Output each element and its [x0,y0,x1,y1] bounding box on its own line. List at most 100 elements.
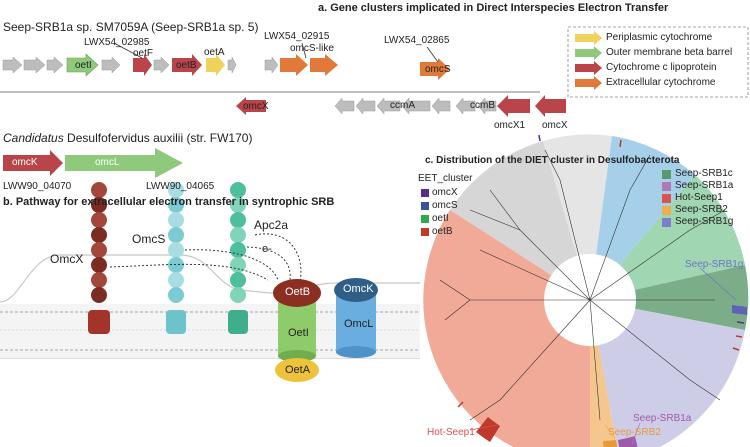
label-omcl: OmcL [344,318,374,330]
clade-swatch-srb1g [662,218,671,227]
eet-legend-title: EET_cluster [418,173,473,184]
gene-arrow [477,97,497,115]
panel-b-title: b. Pathway for extracellular electron tr… [3,196,335,208]
label-electron: e- [262,243,272,255]
label-omcx: OmcX [50,252,84,266]
label-omck: OmcK [343,283,374,295]
locus-tag-3: LWX54_02865 [384,35,450,46]
label-oetb: OetB [285,286,311,298]
callout-line [426,46,439,63]
legend-label-periplasmic: Periplasmic cytochrome [606,32,713,43]
gene-label-omcS-like: omcS-like [290,43,334,54]
omcs-filament [166,182,186,334]
callout-line [631,422,641,445]
apc2a-filament [228,182,248,334]
gene-arrow [431,97,451,115]
gene-label-ccmB: ccmB [470,100,495,111]
legend-swatch-extracellular [575,76,602,90]
clade-wedge-lavender [590,300,745,447]
srb1a-band [618,436,638,447]
tree-label-srb2: Seep-SRB2 [608,427,661,438]
gene-arrow [153,56,170,74]
gene-label-omcX: omcX [243,101,269,112]
organism-1-name: Seep-SRB1a sp. SM7059A (Seep-SRB1a sp. 5… [3,20,259,34]
gene-omcX-row2 [236,97,266,115]
eet-swatch-omcx [421,189,429,197]
eet-legend-oetb: oetB [432,226,453,237]
gene-label-oetB: oetB [176,60,197,71]
label-omcs: OmcS [132,232,166,246]
clade-swatch-srb2 [662,206,671,215]
tree-label-srb1a: Seep-SRB1a [633,413,692,424]
omck-protein [334,278,378,302]
eet-swatch-oeti [421,215,429,223]
gene-oetF [133,54,152,76]
locus-tag-2: LWX54_02915 [264,31,330,42]
gene-omcX2 [535,95,566,117]
locus-tag-5: LWW90_04065 [146,181,215,192]
gene-omcX1 [497,95,530,117]
gene-label-oetI: oetI [75,60,92,71]
label-oeti: OetI [288,327,309,339]
tree-label-srb1g: Seep-SRB1g [685,259,744,270]
gene-label-omcX1: omcX1 [494,120,526,131]
callout-line [604,424,616,439]
clade-legend-srb1c: Seep-SRB1c [675,168,733,179]
gene-arrow [227,56,237,74]
gene-arrow [101,56,121,74]
gene-omcS-like-1 [280,54,308,76]
gene-legend-box [567,26,749,98]
hot-band [476,417,500,442]
callout-line [699,267,737,301]
panel-c-title: c. Distribution of the DIET cluster in D… [425,155,680,166]
gene-oetA [206,54,225,76]
clade-legend-srb1a: Seep-SRB1a [675,180,734,191]
gene-label-ccmA: ccmA [390,100,415,111]
electron-paths [109,233,302,283]
legend-swatch-periplasmic [575,31,602,45]
callout-line [301,42,307,59]
clade-swatch-srb1c [662,170,671,179]
gene-omcL [65,148,183,178]
gene-label-omcL: omcL [95,157,120,168]
gene-arrow [264,56,279,74]
legend-swatch-lipoprotein [575,61,602,75]
callout-line [469,424,498,431]
clade-legend-srb1g: Seep-SRB1g [675,216,734,227]
clade-legend-hot: Hot-Seep1 [675,192,723,203]
legend-label-extracellular: Extracellular cytochrome [606,77,716,88]
panel-a-title: a. Gene clusters implicated in Direct In… [318,2,669,14]
clade-legend-srb2: Seep-SRB2 [675,204,728,215]
srb1g-band [732,305,747,315]
gene-label-omcS: omcS [425,64,451,75]
label-apc2a: Apc2a [254,218,289,232]
eet-swatch-omcs [421,202,429,210]
phylo-tree [423,134,749,447]
organism-2-italic: Candidatus [3,131,64,145]
gene-arrow [401,97,431,115]
legend-label-outer-membrane: Outer membrane beta barrel [606,47,733,58]
gene-oetB [172,54,202,76]
gene-label-oetF: oetF [133,48,154,59]
gene-label-omcK: omcK [12,157,38,168]
legend-swatch-outer-membrane [575,46,602,60]
gene-arrow [334,97,355,115]
clade-wedge-darkgreen [590,265,749,330]
clade-swatch-srb1a [662,182,671,191]
locus-tag-1: LWX54_02985 [84,37,150,48]
legend-label-lipoprotein: Cytochrome c lipoprotein [606,62,717,73]
gene-arrow [376,97,401,115]
gene-omcS-like-2 [310,54,338,76]
label-oeta: OetA [285,364,311,376]
eet-swatch-oetb [421,228,429,236]
omcx-filament [88,182,110,334]
gene-omcK [3,150,63,176]
organism-2-name: Candidatus Desulfofervidus auxilii (str.… [3,131,252,145]
eet-legend-oeti: oetI [432,213,449,224]
gene-oetI [66,53,99,77]
tree-label-hot: Hot-Seep1 [427,427,475,438]
eet-legend-omcs: omcS [432,200,458,211]
callout-line [113,42,143,59]
srb2-band [603,440,618,447]
